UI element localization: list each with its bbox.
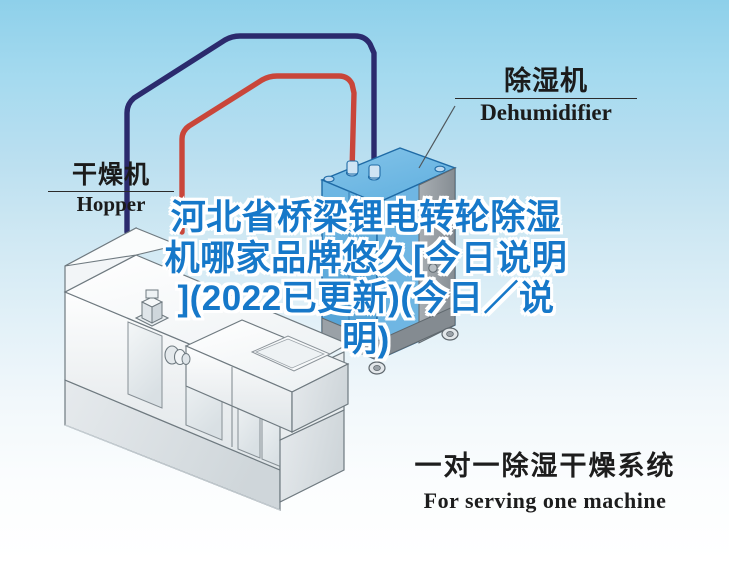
system-caption-en: For serving one machine <box>423 487 667 513</box>
callout-dehumidifier: 除湿机 Dehumidifier <box>455 68 637 124</box>
callout-dehumidifier-en: Dehumidifier <box>480 100 612 125</box>
feed-funnel <box>134 289 170 327</box>
callout-hopper-rule <box>48 191 174 192</box>
dehumidifier-leader-line <box>418 105 456 169</box>
system-caption: 一对一除湿干燥系统 For serving one machine <box>370 451 720 514</box>
nozzle-cylinder <box>164 345 191 366</box>
pipe-port-fittings <box>323 160 446 183</box>
injection-molding-machine <box>63 226 350 511</box>
dehumidifier-cabinet <box>317 147 459 375</box>
supply-air-pipe <box>179 73 357 235</box>
system-caption-cn: 一对一除湿干燥系统 <box>414 451 676 481</box>
callout-hopper-en: Hopper <box>76 192 146 216</box>
return-air-pipe <box>124 33 377 235</box>
callout-dehumidifier-rule <box>455 98 637 99</box>
callout-dehumidifier-cn: 除湿机 <box>504 66 588 96</box>
callout-hopper-cn: 干燥机 <box>71 161 150 189</box>
callout-hopper: 干燥机 Hopper <box>48 163 174 215</box>
